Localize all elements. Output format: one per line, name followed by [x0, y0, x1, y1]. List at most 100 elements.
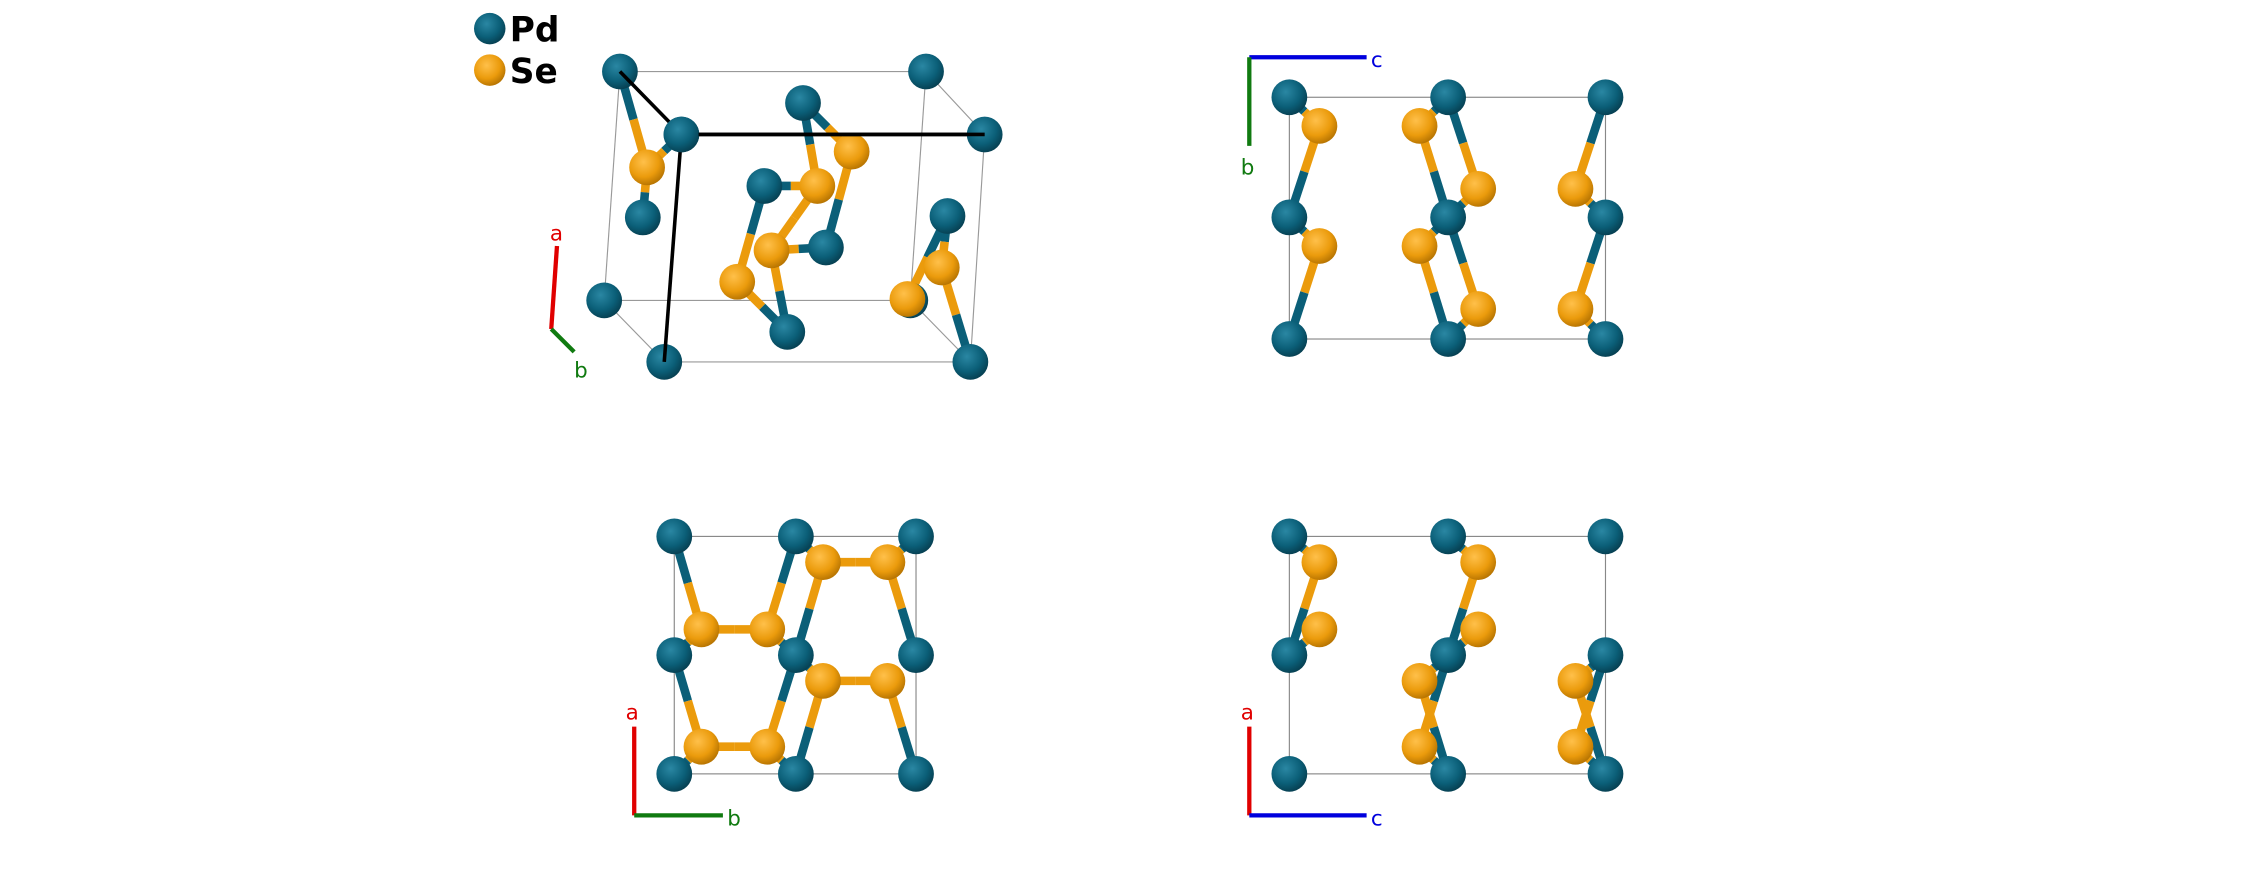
pd-atom — [646, 344, 683, 380]
se-atom — [1301, 611, 1338, 648]
pd-atom — [1587, 755, 1624, 792]
se-atom — [1557, 728, 1594, 765]
pd-atom — [1587, 518, 1624, 555]
pd-atom — [1271, 518, 1308, 555]
pd-atom — [1430, 199, 1467, 236]
se-atom — [1401, 663, 1438, 699]
axis-label-a: a — [1241, 701, 1254, 726]
se-atom — [1301, 107, 1338, 144]
pd-atom — [663, 116, 700, 153]
unit-cell-edge — [603, 71, 621, 301]
pd-atom — [1271, 199, 1308, 236]
se-atom — [1460, 611, 1497, 648]
pd-atom — [1430, 755, 1467, 792]
se-atom — [753, 232, 790, 269]
se-atom — [799, 168, 836, 204]
se-atom — [749, 611, 786, 648]
structure-view-along-a — [1271, 79, 1624, 357]
se-atom-swatch-icon — [474, 54, 506, 86]
se-atom — [869, 663, 906, 699]
pd-atom — [777, 755, 814, 792]
pd-atom — [898, 637, 934, 674]
pd-atom — [1430, 321, 1467, 357]
se-atom — [833, 133, 870, 170]
pd-atom — [1271, 79, 1308, 116]
se-atom — [683, 728, 720, 765]
legend-label-se: Se — [510, 52, 558, 92]
pd-atom — [656, 637, 693, 674]
legend-label-pd: Pd — [510, 10, 560, 50]
se-atom — [1460, 544, 1497, 581]
pd-atom — [1271, 637, 1308, 674]
se-atom — [1460, 291, 1497, 327]
pd-atom-swatch-icon — [474, 12, 506, 45]
se-atom — [1301, 228, 1338, 264]
axis-label-c: c — [1371, 806, 1383, 831]
se-atom — [805, 663, 841, 699]
structure-view-along-c — [656, 518, 934, 792]
pd-atom — [1430, 637, 1467, 674]
axis-label-a: a — [550, 221, 563, 246]
pd-atom — [656, 518, 693, 555]
se-atom — [1401, 228, 1438, 264]
structure-view-along-b — [1271, 518, 1624, 792]
se-atom — [629, 149, 665, 186]
se-atom — [719, 263, 756, 300]
pd-atom — [777, 637, 814, 674]
legend-item-pd: Pd — [474, 10, 560, 50]
axes-view-along-c: a b — [626, 701, 741, 832]
se-atom — [1301, 544, 1338, 581]
pd-atom — [1587, 79, 1624, 116]
pd-atom — [1587, 321, 1624, 357]
pd-atom — [624, 199, 661, 236]
pd-atom — [898, 755, 934, 792]
pd-atom — [586, 282, 623, 319]
axis-label-b: b — [574, 359, 588, 384]
cell-vector-line — [662, 134, 684, 363]
pd-atom — [1271, 321, 1308, 357]
se-atom — [749, 728, 786, 765]
pd-atom — [1271, 755, 1308, 792]
se-atom — [923, 249, 960, 286]
pd-atom — [898, 518, 934, 555]
pd-atom — [1587, 637, 1624, 674]
legend-item-se: Se — [474, 52, 558, 92]
pd-atom — [1430, 79, 1467, 116]
se-atom — [1557, 663, 1594, 699]
pd-atom — [929, 198, 966, 234]
se-atom — [1557, 291, 1594, 327]
se-atom — [1557, 170, 1594, 207]
unit-cell-edge — [969, 134, 986, 362]
axis-b-arrow — [549, 327, 576, 354]
se-atom — [889, 281, 926, 317]
unit-cell-edge — [909, 71, 927, 301]
se-atom — [869, 544, 906, 581]
axis-label-b: b — [1241, 156, 1255, 181]
se-atom — [805, 544, 841, 581]
axes-perspective: a b — [549, 221, 588, 384]
legend: Pd Se — [474, 10, 560, 92]
pd-atom — [1587, 199, 1624, 236]
pd-atom — [746, 168, 783, 204]
pd-atom — [769, 313, 806, 350]
se-atom — [683, 611, 720, 648]
structure-perspective — [586, 53, 1003, 380]
pd-atom — [908, 53, 944, 90]
axes-view-along-a: c b — [1241, 48, 1383, 180]
pd-atom — [952, 344, 989, 380]
pd-atom — [777, 518, 814, 555]
pd-atom — [808, 229, 844, 266]
se-atom — [1460, 170, 1497, 207]
axis-label-b: b — [727, 806, 741, 831]
axis-label-c: c — [1371, 48, 1383, 73]
structures — [586, 53, 1624, 792]
axes-view-along-b: a c — [1241, 701, 1383, 832]
se-atom — [1401, 728, 1438, 765]
se-atom — [1401, 107, 1438, 144]
pd-atom — [656, 755, 693, 792]
axis-label-a: a — [626, 701, 639, 726]
pd-atom — [785, 85, 821, 121]
axis-a-arrow — [549, 245, 560, 330]
